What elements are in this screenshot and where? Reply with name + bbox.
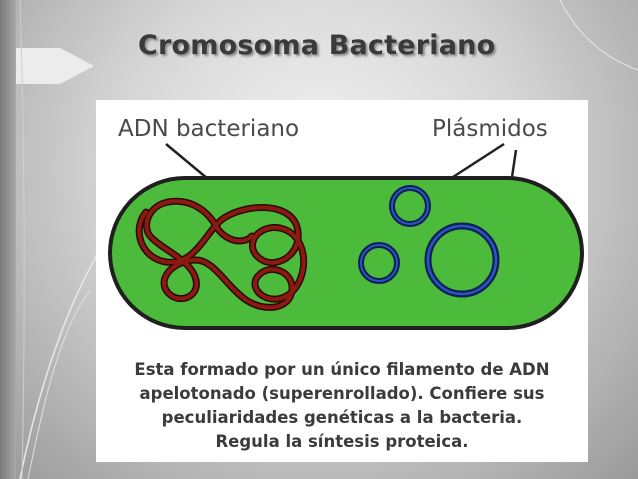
dna-label: ADN bacteriano xyxy=(118,116,300,142)
caption-line: peculiaridades genéticas a la bacteria. xyxy=(161,408,523,427)
left-band xyxy=(0,0,16,479)
caption-line: apelotonado (superenrollado). Confiere s… xyxy=(139,384,545,403)
plasmid-small-top xyxy=(389,185,431,227)
caption-text: Esta formado por un único filamento de A… xyxy=(96,358,588,454)
slide-title: Cromosoma Bacteriano xyxy=(138,30,496,61)
title-arrow-shape xyxy=(16,48,94,84)
bacterial-dna-strand xyxy=(135,197,308,311)
plasmids-label: Plásmidos xyxy=(432,116,548,142)
bacteria-diagram xyxy=(108,142,584,330)
plasmid-large xyxy=(424,222,500,298)
plasmid-small-bottom xyxy=(358,242,400,284)
caption-line: Regula la síntesis proteica. xyxy=(215,432,469,451)
caption-line: Esta formado por un único filamento de A… xyxy=(134,360,550,379)
